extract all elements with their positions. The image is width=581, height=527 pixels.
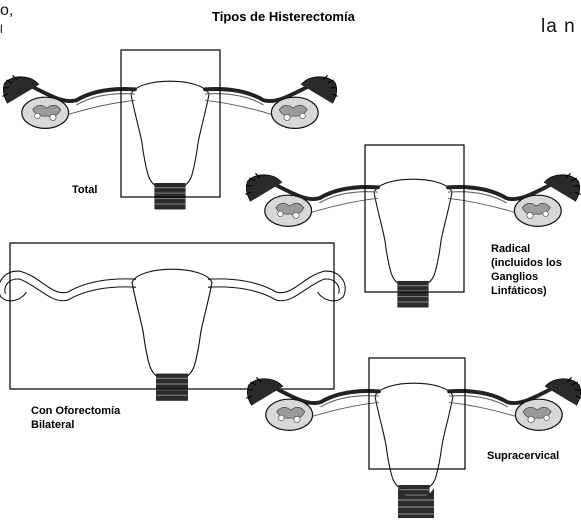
- oophorectomy-figure: [0, 269, 345, 401]
- label-total: Total: [72, 183, 97, 197]
- supracervical-hysterectomy-figure: [246, 377, 581, 511]
- label-supracervical: Supracervical: [487, 449, 559, 463]
- label-oophorectomy: Con Oforectomía Bilateral: [31, 404, 120, 432]
- label-radical: Radical (incluidos los Ganglios Linfátic…: [491, 242, 562, 298]
